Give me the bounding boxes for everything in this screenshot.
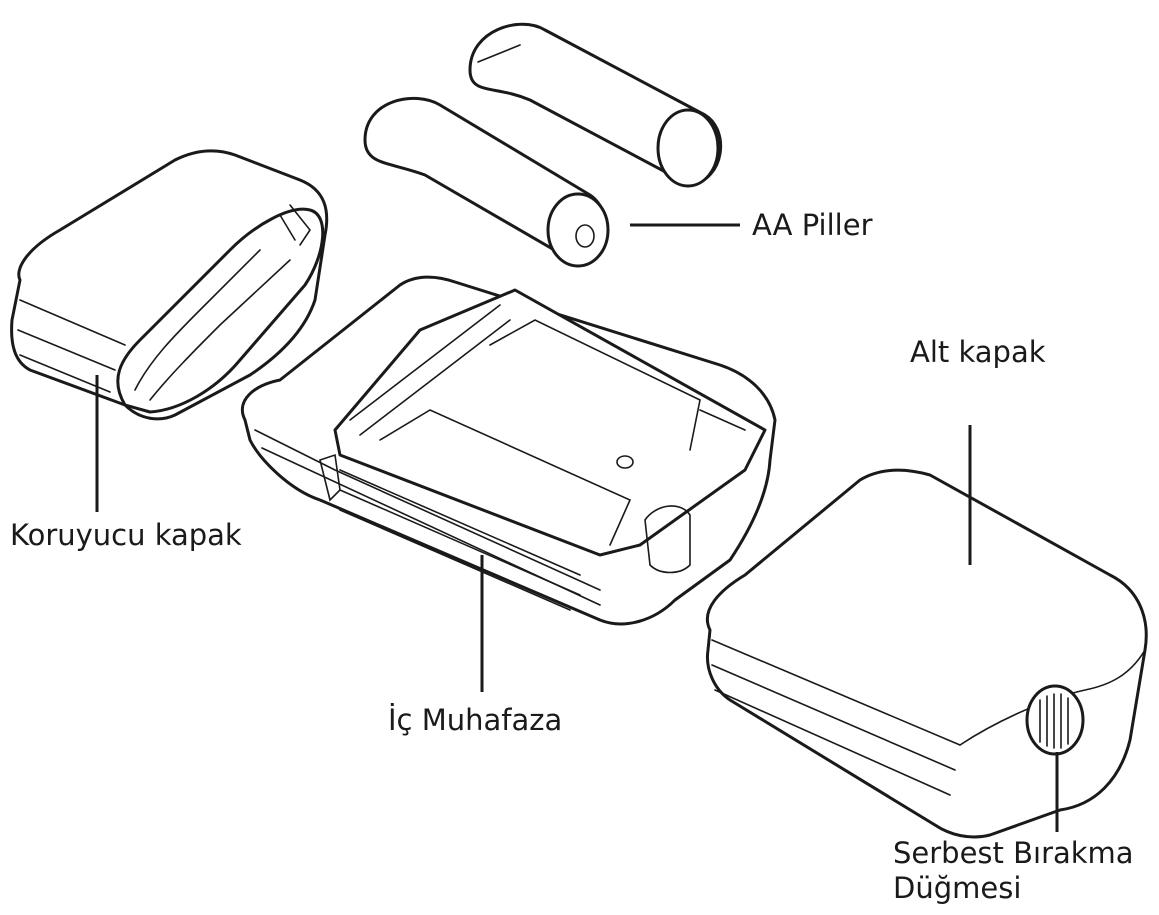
protective-cover-drawing (10, 149, 329, 421)
release-button-label-line1: Serbest Bırakma (893, 836, 1134, 870)
protective-cover-label: Koruyucu kapak (10, 518, 242, 552)
release-button-label-line2: Düğmesi (893, 871, 1022, 905)
inner-housing-label: İç Muhafaza (388, 703, 563, 737)
aa-battery-front (363, 96, 610, 268)
inner-housing-drawing (241, 275, 777, 626)
bottom-cover-label: Alt kapak (910, 335, 1046, 369)
bottom-cover-drawing (705, 468, 1148, 839)
aa-battery-back (468, 22, 722, 188)
batteries-label: AA Piller (752, 208, 873, 242)
